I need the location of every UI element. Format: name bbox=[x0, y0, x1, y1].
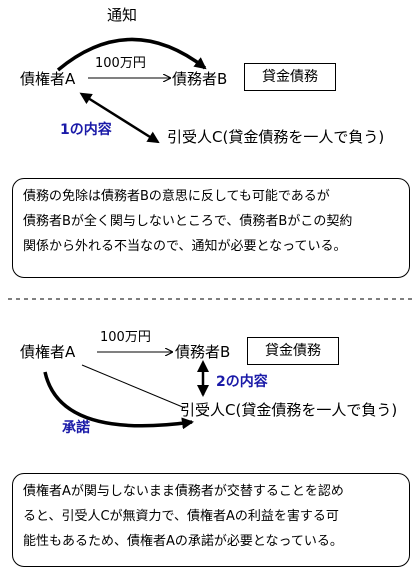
approval-arrow bbox=[43, 371, 194, 430]
amount-label-top: 100万円 bbox=[95, 56, 146, 71]
amount-label-bottom: 100万円 bbox=[100, 330, 151, 345]
note-line: 債務の免除は債務者Bの意思に反しても可能であるが bbox=[23, 189, 330, 204]
debtor-b-bottom: 債務者B bbox=[175, 343, 231, 361]
note-line: 債務者Bが全く関与しないところで、債務者Bがこの契約 bbox=[23, 214, 353, 229]
content-arrow-top bbox=[79, 92, 160, 144]
note-box-bottom: 債権者Aが関与しないまま債務者が交替することを認め ると、引受人Cが無資力で、債… bbox=[12, 473, 410, 567]
note-box-top: 債務の免除は債務者Bの意思に反しても可能であるが 債務者Bが全く関与しないところ… bbox=[12, 178, 410, 278]
note-line: 能性もあるため、債権者Aの承諾が必要となっている。 bbox=[23, 534, 343, 549]
content-label-top: 1の内容 bbox=[60, 122, 112, 138]
creditor-a-bottom: 債権者A bbox=[20, 343, 76, 361]
assignee-c-bottom: 引受人C(貸金債務を一人で負う) bbox=[180, 401, 398, 419]
note-line: 関係から外れる不当なので、通知が必要となっている。 bbox=[23, 239, 347, 254]
creditor-a-top: 債権者A bbox=[20, 70, 76, 88]
assignee-c-top: 引受人C(貸金債務を一人で負う) bbox=[167, 128, 385, 146]
debt-box-bottom: 貸金債務 bbox=[247, 337, 339, 365]
notice-arrow bbox=[56, 37, 207, 72]
note-line: 債権者Aが関与しないまま債務者が交替することを認め bbox=[23, 484, 344, 499]
debt-box-top: 貸金債務 bbox=[244, 63, 336, 91]
approval-label: 承諾 bbox=[62, 420, 90, 436]
relation-line-bottom bbox=[81, 364, 186, 409]
debtor-b-top: 債務者B bbox=[172, 70, 228, 88]
content-label-bottom: 2の内容 bbox=[216, 374, 268, 390]
note-line: ると、引受人Cが無資力で、債権者Aの利益を害する可 bbox=[23, 509, 339, 524]
notice-label: 通知 bbox=[107, 6, 138, 24]
